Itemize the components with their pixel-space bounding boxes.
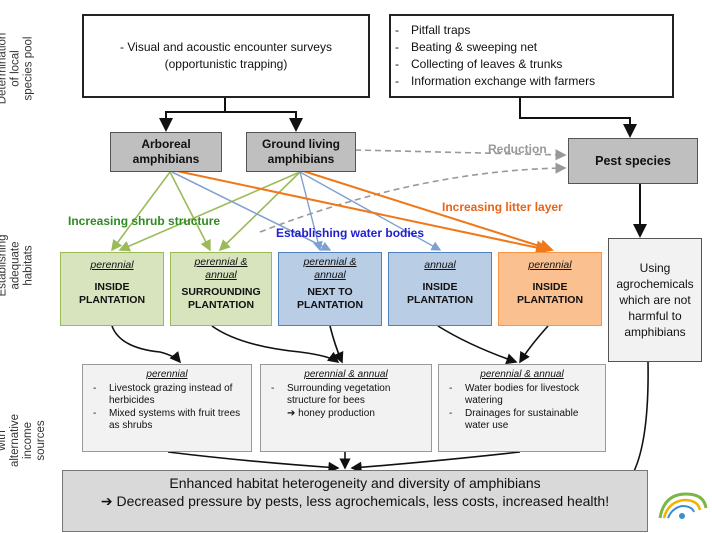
litter-layer-label: Increasing litter layer <box>442 200 563 214</box>
method-item: Information exchange with farmers <box>391 73 672 90</box>
income-item: Water bodies for livestock watering <box>445 383 599 408</box>
income-item: Livestock grazing instead of herbicides <box>89 383 245 408</box>
method-item: Collecting of leaves & trunks <box>391 56 672 73</box>
water-bodies-label: Establishing water bodies <box>276 226 425 240</box>
survey-methods-box: - Visual and acoustic encounter surveys … <box>82 14 370 98</box>
agrochemicals-box: Using agrochemicals which are not harmfu… <box>608 238 702 362</box>
result-box: Enhanced habitat heterogeneity and diver… <box>62 470 648 532</box>
income-item: Mixed systems with fruit trees as shrubs <box>89 408 245 433</box>
sampling-methods-box: Pitfall traps Beating & sweeping net Col… <box>389 14 674 98</box>
sampling-methods-list: Pitfall traps Beating & sweeping net Col… <box>391 22 672 90</box>
logo-icon <box>658 492 708 519</box>
ground-amphibians-box: Ground living amphibians <box>246 132 356 172</box>
arboreal-amphibians-box: Arboreal amphibians <box>110 132 222 172</box>
income-item: Surrounding vegetation structure for bee… <box>267 383 425 408</box>
income-extra: ➔ honey production <box>287 407 375 419</box>
income-box-honey: perennial & annual Surrounding vegetatio… <box>260 364 432 452</box>
habitat-box-litter-inside: perennial INSIDE PLANTATION <box>498 252 602 326</box>
result-line-1: Enhanced habitat heterogeneity and diver… <box>169 475 541 491</box>
income-box-livestock: perennial Livestock grazing instead of h… <box>82 364 252 452</box>
habitat-box-water-inside: annual INSIDE PLANTATION <box>388 252 492 326</box>
shrub-structure-label: Increasing shrub structure <box>68 214 221 228</box>
income-box-water: perennial & annual Water bodies for live… <box>438 364 606 452</box>
method-item: Pitfall traps <box>391 22 672 39</box>
income-item: Drainages for sustainable water use <box>445 408 599 433</box>
habitat-box-shrub-inside: perennial INSIDE PLANTATION <box>60 252 164 326</box>
reduction-label: Reduction <box>488 142 547 156</box>
result-line-2: ➔ Decreased pressure by pests, less agro… <box>100 493 610 509</box>
habitat-box-shrub-surrounding: perennial & annual SURROUNDING PLANTATIO… <box>170 252 272 326</box>
habitat-box-water-next-to: perennial & annual NEXT TO PLANTATION <box>278 252 382 326</box>
pest-species-box: Pest species <box>568 138 698 184</box>
method-item: Beating & sweeping net <box>391 39 672 56</box>
